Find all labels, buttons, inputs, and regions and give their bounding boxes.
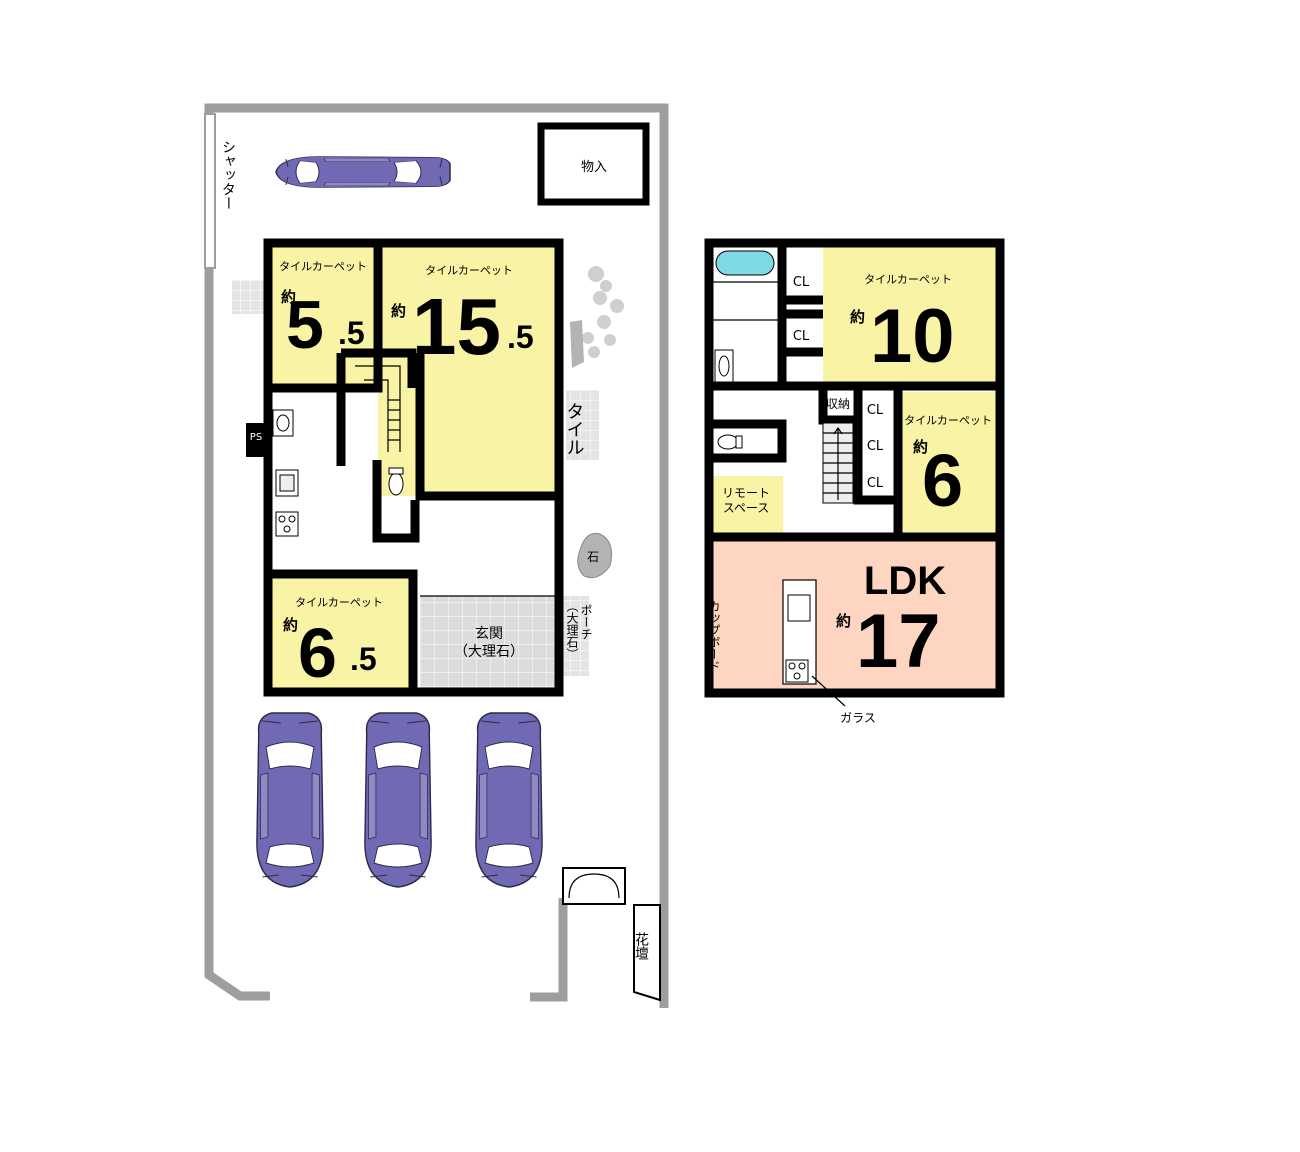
- remote-space: [710, 476, 783, 534]
- shutter-rail: [204, 113, 216, 269]
- stone-icon: [570, 320, 584, 368]
- wall-2-b: [709, 381, 787, 463]
- room-5-5-size: 5: [286, 287, 324, 363]
- porch-label: ポーチ: [579, 604, 593, 640]
- room-6: [898, 392, 1000, 532]
- stone-label: 石: [587, 550, 599, 564]
- room-6-5-floor: タイルカーペット: [295, 596, 383, 609]
- car-icon: [475, 712, 543, 888]
- room-10-size: 10: [870, 294, 955, 379]
- porch-floor: [559, 596, 589, 676]
- sink-icon: [275, 469, 299, 497]
- storage-label-2: 収納: [826, 397, 850, 411]
- ps-box: [246, 423, 266, 457]
- property-fence-gate: [530, 898, 568, 1002]
- wall-outer-2: [704, 238, 1005, 698]
- toilet-icon: [388, 467, 404, 496]
- room-5-5-size-dec: .5: [338, 315, 365, 351]
- closet-label: CL: [793, 275, 810, 290]
- storage-label: 物入: [581, 160, 607, 175]
- room-10: [823, 243, 1000, 386]
- room-6-5-prefix: 約: [283, 616, 298, 634]
- side-step: [232, 280, 268, 314]
- car-icon: [364, 712, 432, 888]
- ldk-prefix: 約: [836, 612, 851, 630]
- closet-label: CL: [867, 439, 884, 454]
- cupboard-label: カップボード: [707, 600, 721, 672]
- ldk-size: 17: [856, 599, 941, 684]
- flowerbed: [633, 904, 661, 1002]
- tile-area: [566, 390, 599, 460]
- room-15-5-floor: タイルカーペット: [425, 264, 513, 277]
- ldk-name: LDK: [864, 559, 946, 603]
- tile-label: タイル: [564, 402, 585, 456]
- room-15-5-size: 15: [412, 282, 501, 371]
- room-6-size: 6: [922, 439, 963, 522]
- sink-icon: [787, 594, 811, 622]
- wall-inner-3: [268, 569, 418, 692]
- room-10-prefix: 約: [850, 308, 865, 326]
- entrance-material: （大理石）: [454, 644, 524, 660]
- wall-wc: [372, 460, 420, 543]
- ps-label: PS: [250, 432, 262, 443]
- room-ldk: [709, 541, 1000, 693]
- wall-inner-2: [415, 353, 559, 501]
- room-5-5: [268, 243, 378, 388]
- car-icon: [275, 155, 451, 189]
- wall-stair: [341, 348, 417, 388]
- entrance-floor: [420, 596, 559, 692]
- room-5-5-floor: タイルカーペット: [279, 260, 367, 273]
- room-5-5-prefix: 約: [281, 288, 296, 306]
- bathtub-icon: [715, 250, 775, 276]
- wall-2-e: [782, 295, 823, 357]
- flowerbed-label: 花壇: [633, 932, 649, 960]
- entrance-label: 玄関: [475, 625, 503, 642]
- stair-icon: [355, 365, 401, 452]
- wall-2-f: [818, 386, 858, 425]
- room-10-floor: タイルカーペット: [864, 273, 952, 286]
- toilet-icon: [717, 434, 743, 450]
- second-floor: CL CL CL CL CL 収納 リモート スペース ガラス カップボード タ…: [704, 238, 1005, 725]
- sink-icon: [714, 349, 734, 383]
- closet-label: CL: [867, 476, 884, 491]
- wall-outer: [263, 238, 564, 697]
- wall-inner-1: [268, 243, 383, 393]
- sink-icon: [272, 409, 294, 437]
- car-icon: [256, 712, 324, 888]
- remote-space-label-1: リモート: [722, 486, 770, 500]
- storage-shed: [537, 122, 650, 206]
- first-floor: シャッター 物入 PS: [204, 103, 669, 1008]
- room-6-prefix: 約: [913, 438, 928, 456]
- room-6-5: [268, 574, 413, 692]
- room-15-5-prefix: 約: [391, 302, 406, 320]
- closet-label: CL: [867, 403, 884, 418]
- room-6-5-size: 6: [298, 614, 337, 692]
- glass-label: ガラス: [840, 711, 876, 725]
- bush-icon: [582, 266, 624, 358]
- closet-label: CL: [793, 329, 810, 344]
- room-6-floor: タイルカーペット: [904, 414, 992, 427]
- porch-material: （大理石）: [565, 600, 579, 660]
- stove-icon: [785, 659, 809, 683]
- stove-icon: [275, 511, 299, 537]
- remote-space-label-2: スペース: [723, 501, 770, 515]
- room-6-5-size-dec: .5: [350, 641, 377, 677]
- property-fence-left: [204, 268, 270, 1001]
- stair-icon: [822, 422, 854, 504]
- stone-icon: [577, 532, 613, 579]
- shutter-label: シャッター: [220, 140, 236, 210]
- gate: [562, 867, 626, 905]
- room-15-5-size-dec: .5: [507, 319, 534, 355]
